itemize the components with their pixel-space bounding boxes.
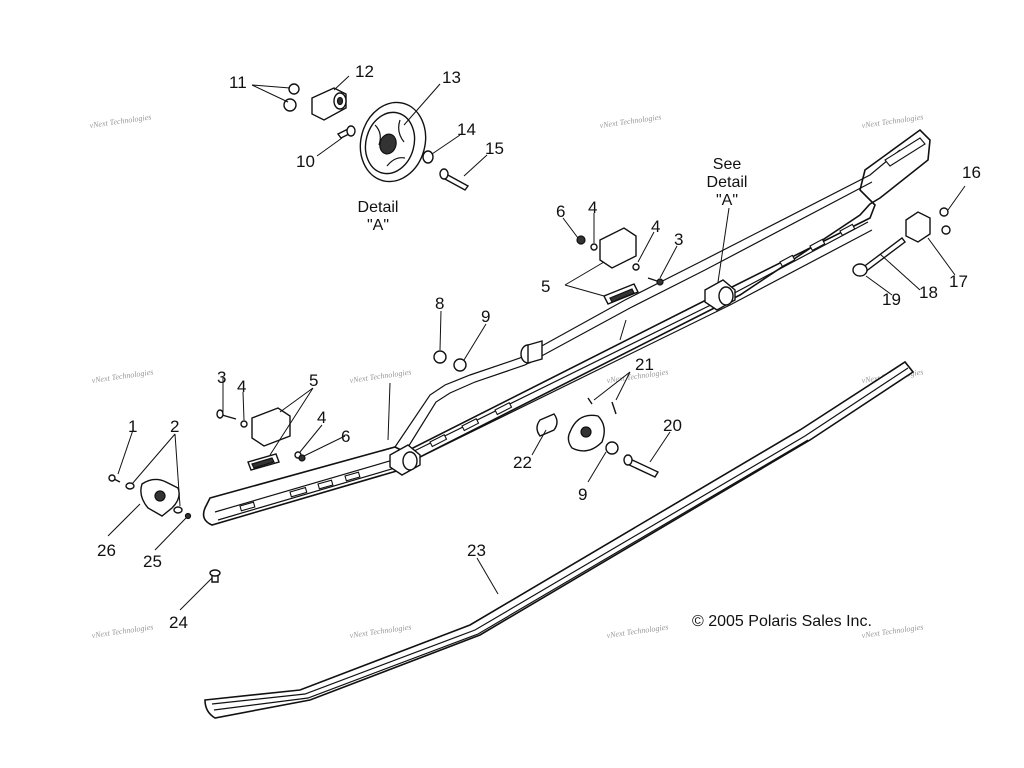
upper-wear-block-parts bbox=[576, 227, 664, 305]
watermark: vNext Technologies bbox=[861, 112, 924, 130]
see-detail-a-label: See Detail "A" bbox=[707, 156, 748, 209]
callout-13: 13 bbox=[442, 68, 461, 87]
washer-part-2a bbox=[125, 482, 135, 490]
see-detail-line1: See bbox=[713, 156, 742, 173]
see-detail-line3: "A" bbox=[716, 192, 738, 209]
callout-labels: 11 12 13 10 14 15 6 4 4 3 5 16 17 18 19 … bbox=[97, 62, 981, 632]
callout-4-upper-b: 4 bbox=[651, 217, 660, 236]
nut-part-16b bbox=[941, 225, 951, 235]
washer-part-4a bbox=[590, 243, 598, 251]
callout-14: 14 bbox=[457, 120, 476, 139]
nut-part-8 bbox=[433, 350, 447, 364]
watermark: vNext Technologies bbox=[91, 367, 154, 385]
callout-25: 25 bbox=[143, 552, 162, 571]
watermark: vNext Technologies bbox=[91, 622, 154, 640]
see-detail-line2: Detail bbox=[707, 174, 748, 191]
callout-3-lower: 3 bbox=[217, 368, 226, 387]
callout-12: 12 bbox=[355, 62, 374, 81]
washer-part-4c bbox=[240, 420, 248, 428]
slide-rail-part-23 bbox=[204, 360, 915, 719]
callout-17: 17 bbox=[949, 272, 968, 291]
rail-body bbox=[202, 128, 931, 526]
callout-23: 23 bbox=[467, 541, 486, 560]
watermark: vNext Technologies bbox=[599, 112, 662, 130]
washer-part-9b bbox=[605, 441, 619, 455]
callout-4-upper-a: 4 bbox=[588, 198, 597, 217]
callout-6-lower: 6 bbox=[341, 427, 350, 446]
washer-part-9a bbox=[453, 358, 467, 372]
washer-part-14 bbox=[422, 150, 434, 164]
nut-part-25 bbox=[184, 512, 192, 520]
watermark: vNext Technologies bbox=[349, 622, 412, 640]
callout-24: 24 bbox=[169, 613, 188, 632]
callout-26: 26 bbox=[97, 541, 116, 560]
front-tip-parts bbox=[108, 474, 192, 520]
callout-19: 19 bbox=[882, 290, 901, 309]
callout-9-lower: 9 bbox=[578, 485, 587, 504]
bracket-part-17 bbox=[905, 211, 931, 243]
detail-a-label: Detail "A" bbox=[358, 199, 399, 234]
right-end-parts bbox=[852, 207, 951, 277]
callout-6-upper: 6 bbox=[556, 202, 565, 221]
detail-label-line2: "A" bbox=[367, 217, 389, 234]
watermark: vNext Technologies bbox=[606, 622, 669, 640]
callout-15: 15 bbox=[485, 139, 504, 158]
nut-part-16a bbox=[939, 207, 949, 217]
callout-10: 10 bbox=[296, 152, 315, 171]
bolt-head-part-19 bbox=[852, 263, 868, 277]
lower-wear-block-parts bbox=[216, 407, 306, 471]
block-part-5a bbox=[599, 227, 637, 269]
rail-bushing-rear bbox=[704, 279, 736, 311]
detail-a-assembly bbox=[283, 83, 470, 191]
rail-slots bbox=[239, 223, 856, 512]
screw-part-3b bbox=[221, 414, 237, 420]
callout-22: 22 bbox=[513, 453, 532, 472]
bushing-part-12 bbox=[311, 87, 347, 121]
spacer-part-22 bbox=[536, 413, 558, 437]
callout-3-upper: 3 bbox=[674, 230, 683, 249]
callout-4-lower-a: 4 bbox=[237, 377, 246, 396]
axle-part-18 bbox=[861, 237, 906, 273]
callout-16: 16 bbox=[962, 163, 981, 182]
block-part-5b bbox=[251, 407, 291, 447]
callout-5-lower: 5 bbox=[309, 371, 318, 390]
nut-part-11a bbox=[288, 83, 300, 95]
callout-2: 2 bbox=[170, 417, 179, 436]
callout-21: 21 bbox=[635, 355, 654, 374]
rail-nose-slot bbox=[884, 137, 926, 167]
bolt-part-15 bbox=[439, 168, 470, 191]
callout-4-lower-b: 4 bbox=[317, 408, 326, 427]
callout-18: 18 bbox=[919, 283, 938, 302]
callout-20: 20 bbox=[663, 416, 682, 435]
callout-5-upper: 5 bbox=[541, 277, 550, 296]
rail-assembly bbox=[202, 128, 931, 526]
center-washers bbox=[433, 350, 467, 372]
watermarks: vNext Technologies vNext Technologies vN… bbox=[89, 112, 924, 640]
bolt-part-10 bbox=[336, 125, 356, 139]
washer-part-4b bbox=[632, 263, 640, 271]
idler-wheel-part-13 bbox=[359, 101, 427, 183]
watermark: vNext Technologies bbox=[89, 112, 152, 130]
copyright-notice: © 2005 Polaris Sales Inc. bbox=[692, 613, 872, 630]
callout-8: 8 bbox=[435, 294, 444, 313]
nut-part-6a bbox=[576, 235, 586, 245]
nut-part-6b bbox=[298, 454, 306, 462]
callout-11: 11 bbox=[229, 73, 247, 92]
rail-spacer bbox=[520, 340, 543, 364]
bolt-part-24 bbox=[209, 569, 221, 583]
callout-9-upper: 9 bbox=[481, 307, 490, 326]
screw-part-21 bbox=[587, 397, 617, 415]
watermark: vNext Technologies bbox=[349, 367, 412, 385]
detail-label-line1: Detail bbox=[358, 199, 399, 216]
rail-bushing-front bbox=[389, 444, 421, 476]
center-parts bbox=[536, 397, 659, 478]
callout-1: 1 bbox=[128, 417, 137, 436]
washer-part-2b bbox=[173, 506, 183, 514]
leader-lines bbox=[107, 75, 966, 611]
